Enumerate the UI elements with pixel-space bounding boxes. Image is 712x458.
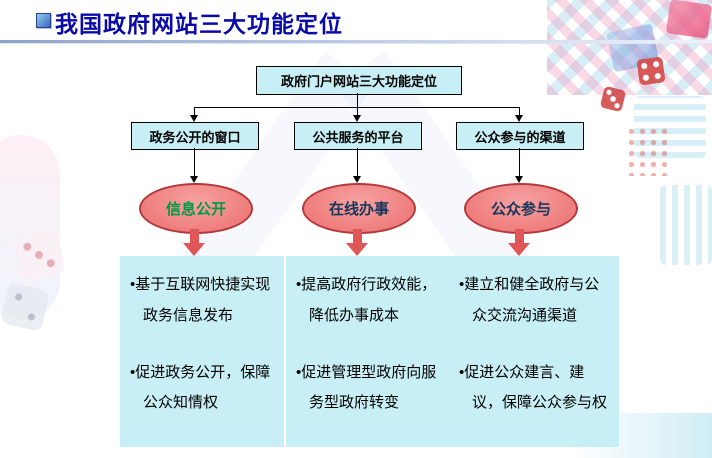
connector-line — [357, 108, 358, 117]
bullet-item: •提高政府行政效能，降低办事成本 — [296, 276, 437, 324]
title-bullet-icon — [36, 13, 51, 28]
connector-line — [194, 107, 520, 108]
red-block-arrow-head-icon — [346, 243, 368, 256]
dice-icon — [599, 85, 627, 113]
root-node: 政府门户网站三大功能定位 — [256, 66, 462, 95]
red-block-arrow-head-icon — [183, 243, 205, 256]
arrow-down-icon — [353, 115, 361, 122]
decoration-right-cyan-band — [660, 185, 712, 265]
connector-line — [194, 148, 195, 177]
connector-line — [357, 148, 358, 177]
detail-box-1: •基于互联网快捷实现政务信息发布 •促进政务公开，保障公众知情权 — [120, 256, 284, 447]
bullet-item: •促进管理型政府向服务型政府转变 — [296, 363, 437, 412]
stage-ellipse-2: 在线办事 — [302, 183, 416, 234]
arrow-down-icon — [190, 115, 198, 122]
decoration-cyan-stripes — [634, 96, 706, 158]
dice-icon — [636, 56, 666, 86]
decoration-pink-tile — [665, 0, 712, 39]
decoration-top-right-mosaic — [547, 0, 712, 95]
arrow-down-icon — [353, 176, 361, 183]
stage-label: 在线办事 — [328, 201, 389, 218]
arrow-down-icon — [515, 115, 523, 122]
arrow-down-icon — [515, 176, 523, 183]
arrow-down-icon — [190, 176, 198, 183]
decoration-red-dot-grid — [626, 126, 672, 176]
red-block-arrow — [515, 229, 524, 244]
red-block-arrow-head-icon — [508, 243, 530, 256]
branch-header-1: 政务公开的窗口 — [131, 122, 259, 150]
page-title: 我国政府网站三大功能定位 — [55, 11, 343, 37]
bullet-item: •建立和健全政府与公众交流沟通渠道 — [459, 276, 600, 324]
decoration-left-pastel — [0, 135, 60, 320]
connector-line — [519, 148, 520, 177]
stage-label: 信息公开 — [165, 201, 226, 218]
bullet-item: •促进公众建言、建议，保障公众参与权 — [459, 363, 608, 412]
connector-line — [194, 108, 195, 117]
detail-box-2: •提高政府行政效能，降低办事成本 •促进管理型政府向服务型政府转变 — [286, 256, 455, 447]
connector-line — [519, 108, 520, 117]
red-block-arrow — [353, 229, 362, 244]
title-divider — [0, 40, 712, 44]
detail-box-3: •建立和健全政府与公众交流沟通渠道 •促进公众建言、建议，保障公众参与权 — [449, 256, 619, 447]
decoration-blue-tile — [606, 23, 660, 73]
red-block-arrow — [190, 229, 199, 244]
bullet-item: •基于互联网快捷实现政务信息发布 — [130, 276, 271, 324]
branch-header-3: 公众参与的渠道 — [456, 122, 584, 150]
stage-label: 公众参与 — [490, 201, 551, 218]
stage-ellipse-3: 公众参与 — [464, 183, 578, 234]
bullet-item: •促进政务公开，保障公众知情权 — [130, 363, 271, 412]
dice-icon — [0, 282, 50, 332]
dice-icon — [12, 228, 66, 282]
stage-ellipse-1: 信息公开 — [139, 183, 253, 234]
connector-line — [357, 93, 358, 108]
branch-header-2: 公共服务的平台 — [294, 122, 422, 150]
